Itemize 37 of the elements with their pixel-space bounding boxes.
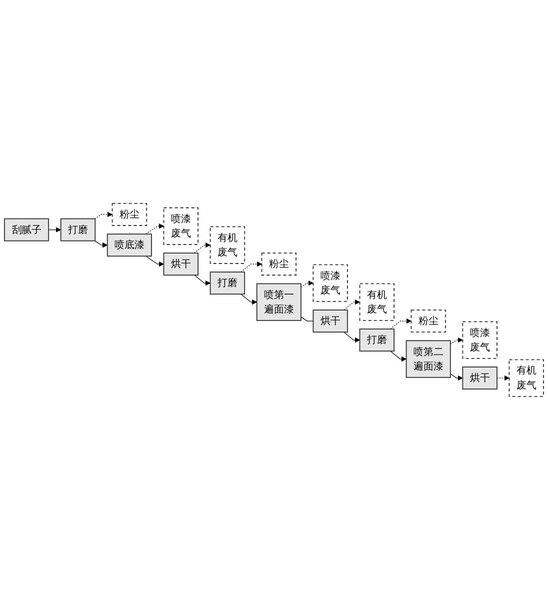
arrow — [450, 337, 463, 345]
arrow — [240, 261, 262, 272]
node-box: 打磨 — [60, 218, 96, 242]
node-box: 烘干 — [462, 366, 498, 390]
connector — [300, 316, 314, 322]
node-box: 喷漆废气 — [462, 321, 498, 359]
node-box: 有机废气 — [508, 359, 544, 397]
node-box: 烘干 — [312, 310, 348, 333]
node-box: 烘干 — [163, 252, 198, 276]
arrow — [94, 240, 108, 248]
node-box: 有机废气 — [210, 226, 246, 264]
node-box: 打磨 — [359, 328, 395, 352]
arrow — [300, 280, 314, 288]
node-box: 喷漆废气 — [163, 207, 198, 246]
arrow — [344, 299, 360, 310]
arrow — [194, 242, 211, 254]
arrow — [48, 227, 62, 233]
node-box: 粉尘 — [261, 252, 296, 276]
arrow — [240, 294, 258, 305]
node-box: 粉尘 — [410, 310, 446, 333]
node-box: 有机废气 — [359, 283, 395, 321]
arrow — [94, 212, 113, 220]
arrow — [390, 318, 412, 330]
arrow — [390, 350, 407, 362]
arrow — [496, 375, 510, 381]
node-box: 粉尘 — [112, 203, 148, 226]
node-box: 喷底漆 — [106, 234, 152, 257]
node-box: 打磨 — [210, 272, 246, 295]
arrow — [145, 223, 164, 234]
node-box: 刮腻子 — [4, 218, 50, 242]
node-box: 喷第一遍面漆 — [256, 283, 302, 321]
node-box: 喷第二遍面漆 — [406, 340, 451, 378]
arrow — [344, 332, 360, 343]
node-box: 喷漆废气 — [312, 264, 348, 302]
arrow — [450, 374, 463, 381]
arrow — [145, 256, 164, 267]
arrow — [194, 274, 211, 286]
